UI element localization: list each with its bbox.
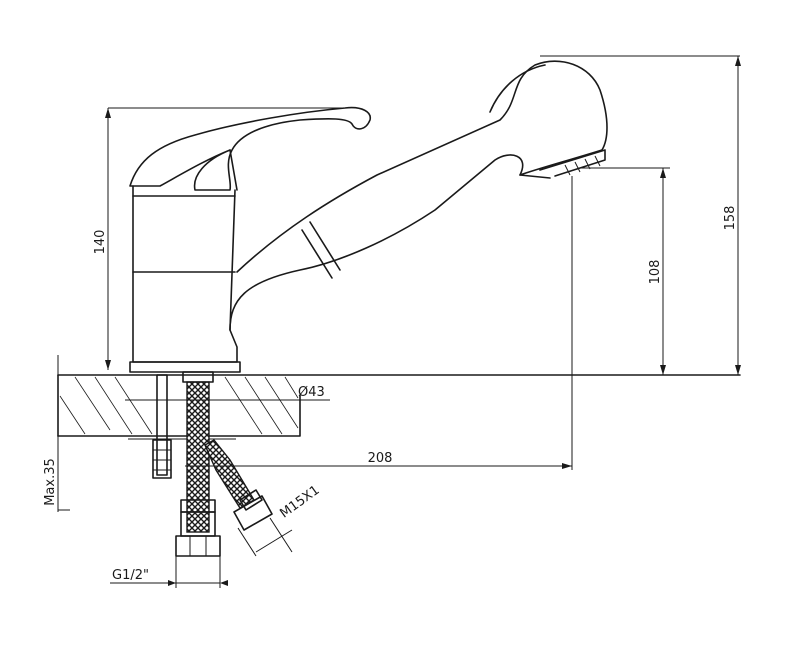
slab-hatching	[59, 376, 299, 435]
dim-hole-diameter: Ø43	[298, 385, 325, 400]
dim-spout-clearance: 108	[648, 260, 663, 285]
dimension-lines	[57, 56, 741, 586]
hose-straight	[175, 371, 221, 557]
pullout-spout	[229, 60, 608, 331]
hose-angled	[204, 439, 273, 531]
dim-total-height: 158	[723, 206, 738, 231]
dim-spout-reach: 208	[368, 451, 393, 466]
countertop-slab	[57, 374, 741, 440]
dim-max-thickness: Max.35	[43, 458, 58, 506]
dim-body-height: 140	[93, 230, 108, 255]
lever-handle	[129, 106, 371, 191]
dim-hose-thread: M15X1	[277, 483, 322, 522]
mounting-stud	[152, 374, 172, 479]
extension-lines	[57, 55, 740, 588]
faucet-body	[129, 185, 241, 373]
dim-inlet-thread: G1/2"	[112, 568, 149, 583]
